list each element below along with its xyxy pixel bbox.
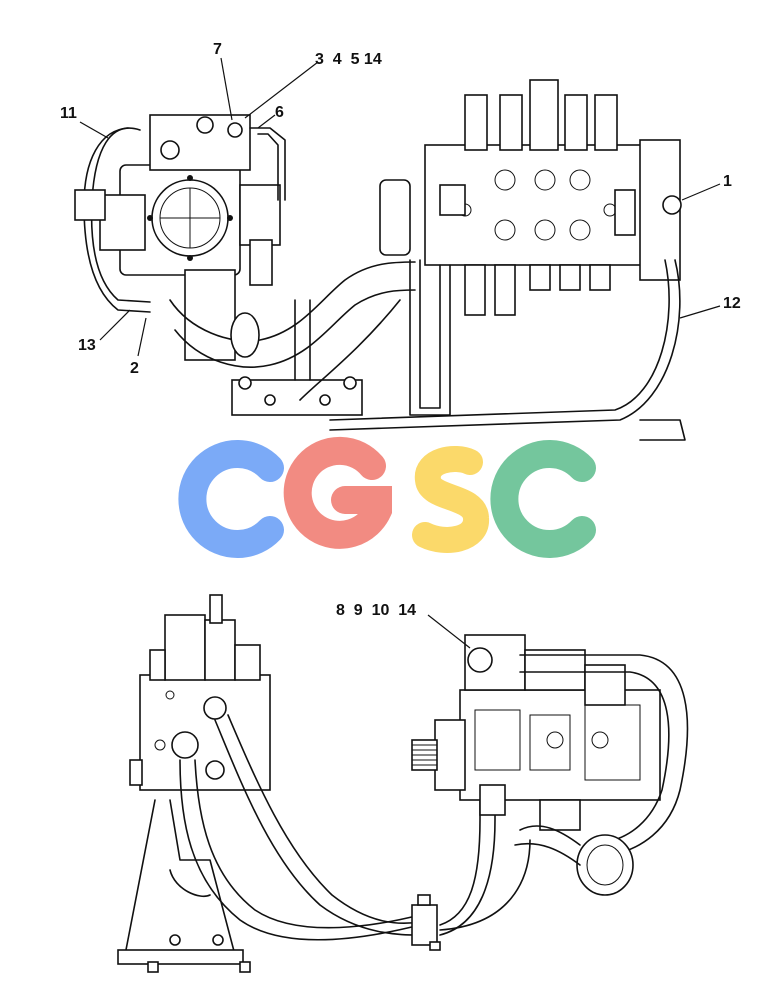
callout-2: 2: [130, 360, 139, 377]
callout-11: 11: [60, 105, 77, 122]
watermark-letter-c2: [490, 440, 596, 558]
control-valve: [424, 79, 682, 316]
hose-bundle: [179, 714, 531, 951]
callout-3-4-5-14: 3 4 5 14: [315, 51, 382, 68]
callout-7: 7: [213, 41, 222, 58]
top-view-assembly: [74, 79, 686, 441]
bottom-callouts: 8 9 10 14: [336, 602, 471, 649]
base-plate: [231, 299, 363, 416]
main-pump: [74, 114, 281, 361]
main-pump-side: [411, 634, 661, 831]
callout-1: 1: [723, 173, 732, 190]
callout-6: 6: [275, 104, 284, 121]
callout-13: 13: [78, 337, 96, 354]
valve-stand: [117, 799, 251, 973]
top-callouts: 7 3 4 5 14 6 11 1 12 13 2: [60, 41, 741, 377]
control-valve-side: [129, 594, 271, 791]
hose-12: [329, 259, 681, 431]
cgsc-watermark: [178, 436, 596, 558]
callout-12: 12: [723, 295, 741, 312]
watermark-letter-s: [412, 446, 489, 553]
callout-8-9-10-14: 8 9 10 14: [336, 602, 416, 619]
bottom-view-assembly: [117, 594, 689, 973]
watermark-letter-g: [283, 436, 392, 549]
watermark-letter-c1: [178, 440, 284, 558]
